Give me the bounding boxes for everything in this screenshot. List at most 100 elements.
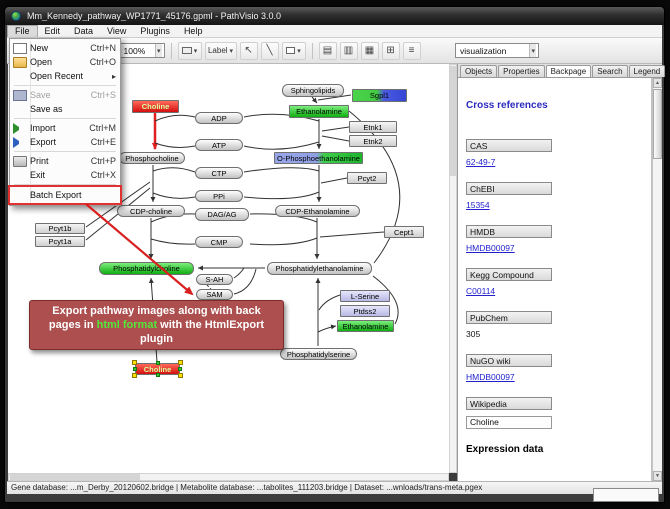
pathway-node-pcyt1a[interactable]: Pcyt1a (35, 236, 85, 247)
pathway-node-sgpl1[interactable]: Sgpl1 (352, 89, 407, 102)
statusbar-text: Gene database: ...m_Derby_20120602.bridg… (11, 483, 483, 492)
scrollbar-thumb[interactable] (653, 89, 662, 159)
selection-handle[interactable] (178, 373, 183, 378)
tab-backpage[interactable]: Backpage (545, 65, 592, 77)
selection-handle[interactable] (178, 360, 183, 365)
pathway-node-atp[interactable]: ATP (195, 139, 243, 151)
pathway-node-sphingolipids[interactable]: Sphingolipids (282, 84, 344, 97)
selection-handle[interactable] (155, 373, 160, 377)
pathway-node-ethanolamine-top[interactable]: Ethanolamine (289, 105, 349, 118)
file-menu-item-open-recent[interactable]: Open Recent ▸ (10, 69, 120, 83)
annotation-text: Export pathway images along with back pa… (48, 304, 261, 331)
menu-separator (14, 184, 116, 185)
chevron-down-icon: ▾ (229, 47, 234, 55)
tab-search[interactable]: Search (592, 65, 628, 77)
pathway-node-phosphatidylserine[interactable]: Phosphatidylserine (280, 348, 357, 360)
pointer-tool-button[interactable]: ↖ (239, 41, 258, 60)
tab-objects[interactable]: Objects (460, 65, 498, 77)
pathway-node-sam[interactable]: SAM (196, 289, 233, 300)
selection-handle[interactable] (132, 360, 137, 365)
pathway-node-s-ah[interactable]: S-AH (196, 274, 233, 285)
crossref-value-kegg-compound[interactable]: C00114 (466, 286, 496, 296)
menu-item-label: Open Recent (30, 71, 84, 81)
menu-item-label: Batch Export (30, 190, 82, 200)
pathway-node-etnk1[interactable]: Etnk1 (349, 121, 397, 133)
chevron-down-icon[interactable]: ▾ (155, 44, 162, 57)
pathway-node-ptdss2[interactable]: Ptdss2 (340, 305, 390, 317)
canvas-vertical-scrollbar[interactable] (449, 64, 457, 473)
pathway-node-phosphatidylcholine[interactable]: Phosphatidylcholine (99, 262, 194, 275)
crossref-value-cas[interactable]: 62-49-7 (466, 157, 496, 167)
selection-handle[interactable] (155, 361, 160, 365)
pathway-node-pcyt2[interactable]: Pcyt2 (347, 172, 387, 184)
node-label: Pcyt2 (357, 173, 377, 183)
pathway-node-phosphatidylethanolamine[interactable]: Phosphatidylethanolamine (267, 262, 372, 275)
node-label: Phosphatidylserine (286, 349, 351, 359)
tab-properties[interactable]: Properties (498, 65, 545, 77)
menubar-item-help[interactable]: Help (183, 26, 203, 36)
selection-handle[interactable] (178, 367, 182, 371)
pathway-node-cept1[interactable]: Cept1 (384, 226, 424, 238)
crossref-value-chebi[interactable]: 15354 (466, 200, 490, 210)
pathway-node-cmp[interactable]: CMP (195, 236, 243, 248)
scrollbar-thumb[interactable] (450, 66, 456, 176)
align-tool-icon-5[interactable]: ≡ (402, 41, 421, 60)
pathway-node-choline-top[interactable]: Choline (132, 100, 179, 113)
datanode-tool-button[interactable]: ▾ (177, 41, 202, 60)
titlebar[interactable]: Mm_Kennedy_pathway_WP1771_45176.gpml - P… (5, 7, 664, 25)
menubar-item-plugins[interactable]: Plugins (140, 26, 170, 36)
selection-handle[interactable] (132, 373, 137, 378)
menubar-item-view[interactable]: View (107, 26, 127, 36)
pathway-node-choline-bottom[interactable]: Choline (132, 360, 183, 378)
pathway-node-phosphocholine[interactable]: Phosphocholine (119, 152, 185, 164)
pathway-node-o-phosphoethanolamine[interactable]: O-Phosphoethanolamine (274, 152, 363, 164)
scrollbar-thumb[interactable] (10, 474, 140, 480)
tab-legend[interactable]: Legend (628, 65, 666, 77)
align-tool-icon-2[interactable]: ▥ (339, 41, 358, 60)
pathway-node-cdp-ethanolamine[interactable]: CDP-Ethanolamine (275, 205, 360, 217)
visualization-combobox[interactable]: visualization ▾ (455, 43, 539, 58)
pathway-node-ethanolamine-mid[interactable]: Ethanolamine (337, 320, 394, 332)
crossref-value-hmdb[interactable]: HMDB00097 (466, 243, 515, 253)
align-tool-icon-1[interactable]: ▤ (318, 41, 337, 60)
menubar-item-edit[interactable]: Edit (44, 26, 61, 36)
pathway-node-pcyt1b[interactable]: Pcyt1b (35, 223, 85, 234)
backpage-scrollbar[interactable]: ▲ ▼ (652, 78, 662, 481)
file-menu-item-batch-export[interactable]: Batch Export (8, 185, 122, 205)
chevron-down-icon[interactable]: ▾ (529, 44, 536, 57)
shape-tool-button[interactable]: ▾ (281, 41, 306, 60)
crossref-value-wikipedia: Choline (466, 416, 552, 429)
line-tool-button[interactable]: ╲ (260, 41, 279, 60)
file-menu-item-save-as[interactable]: Save as (10, 102, 120, 116)
label-tool-button[interactable]: Label ▾ (204, 41, 237, 60)
scroll-up-icon[interactable]: ▲ (653, 78, 662, 88)
selection-handle[interactable] (133, 367, 137, 371)
canvas-horizontal-scrollbar[interactable] (8, 473, 449, 481)
pathway-node-l-serine[interactable]: L-Serine (340, 290, 390, 302)
pathway-node-ppi[interactable]: PPi (195, 190, 243, 202)
pathway-node-adp[interactable]: ADP (195, 112, 243, 124)
zoom-combobox[interactable]: 100% ▾ (118, 43, 165, 58)
align-tool-icon-3[interactable]: ▦ (360, 41, 379, 60)
menubar-item-file[interactable]: File (7, 25, 38, 37)
pathway-node-cdp-choline[interactable]: CDP-choline (117, 205, 185, 217)
align-tool-icon-4[interactable]: ⊞ (381, 41, 400, 60)
crossref-value-nugo-wiki[interactable]: HMDB00097 (466, 372, 515, 382)
pathway-node-dag[interactable]: DAG/AG (195, 208, 249, 221)
submenu-arrow-icon: ▸ (111, 71, 116, 81)
annotation-text: with the HtmlExport plugin (140, 318, 265, 346)
pathway-node-ctp[interactable]: CTP (195, 167, 243, 179)
scroll-down-icon[interactable]: ▼ (653, 471, 662, 481)
menubar-item-data[interactable]: Data (74, 26, 94, 36)
node-label: Phosphatidylcholine (113, 264, 180, 273)
pathway-node-etnk2[interactable]: Etnk2 (349, 135, 397, 147)
export-icon (13, 136, 27, 148)
